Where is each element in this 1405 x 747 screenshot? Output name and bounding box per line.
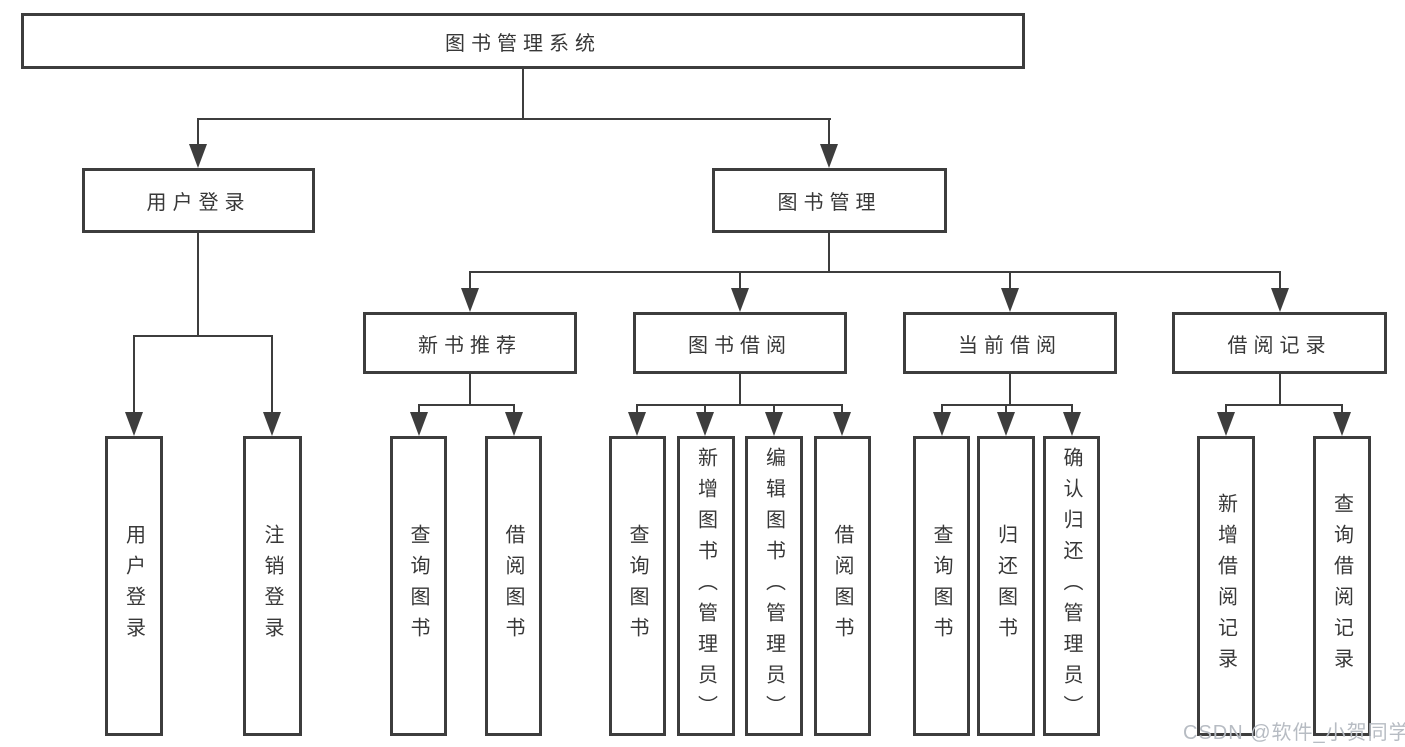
edge-line <box>133 335 135 414</box>
edge-line <box>828 233 830 273</box>
edge-arrow <box>1333 412 1351 436</box>
edge-line <box>941 404 943 414</box>
leaf-add-books-admin: 新增图书（管理员） <box>677 436 735 736</box>
edge-line <box>841 404 843 414</box>
edge-line <box>636 404 843 406</box>
leaf-edit-books-admin: 编辑图书（管理员） <box>745 436 803 736</box>
edge-line <box>739 374 741 406</box>
edge-line <box>1279 374 1281 406</box>
edge-arrow <box>1001 288 1019 312</box>
edge-arrow <box>125 412 143 436</box>
edge-line <box>1071 404 1073 414</box>
leaf-borrow-books-recommend: 借阅图书 <box>485 436 542 736</box>
leaf-return-books: 归还图书 <box>977 436 1035 736</box>
leaf-confirm-return-admin: 确认归还（管理员） <box>1043 436 1100 736</box>
node-new-book-recommend: 新书推荐 <box>363 312 577 374</box>
leaf-logout: 注销登录 <box>243 436 302 736</box>
edge-arrow <box>696 412 714 436</box>
node-book-borrow: 图书借阅 <box>633 312 847 374</box>
leaf-user-login: 用户登录 <box>105 436 163 736</box>
edge-line <box>1225 404 1227 414</box>
edge-line <box>522 69 524 118</box>
edge-line <box>1009 374 1011 406</box>
edge-line <box>1225 404 1343 406</box>
edge-line <box>1009 271 1011 290</box>
edge-line <box>704 404 706 414</box>
node-borrow-records: 借阅记录 <box>1172 312 1387 374</box>
edge-line <box>133 335 273 337</box>
edge-line <box>418 404 515 406</box>
edge-line <box>1341 404 1343 414</box>
edge-line <box>1005 404 1007 414</box>
edge-arrow <box>933 412 951 436</box>
edge-arrow <box>1063 412 1081 436</box>
leaf-query-books-recommend: 查询图书 <box>390 436 447 736</box>
edge-arrow <box>997 412 1015 436</box>
edge-line <box>469 271 1281 273</box>
csdn-watermark: CSDN @软件_小贺同学 <box>1183 722 1405 744</box>
edge-line <box>469 374 471 406</box>
edge-line <box>1279 271 1281 290</box>
edge-arrow <box>820 144 838 168</box>
edge-line <box>513 404 515 414</box>
edge-line <box>773 404 775 414</box>
edge-line <box>197 118 831 120</box>
leaf-add-borrow-record: 新增借阅记录 <box>1197 436 1255 736</box>
node-current-borrow: 当前借阅 <box>903 312 1117 374</box>
edge-line <box>828 118 830 146</box>
edge-arrow <box>1217 412 1235 436</box>
edge-line <box>197 233 199 337</box>
edge-arrow <box>1271 288 1289 312</box>
edge-line <box>469 271 471 290</box>
edge-line <box>418 404 420 414</box>
edge-arrow <box>263 412 281 436</box>
edge-arrow <box>765 412 783 436</box>
edge-arrow <box>731 288 749 312</box>
edge-arrow <box>189 144 207 168</box>
edge-arrow <box>461 288 479 312</box>
edge-arrow <box>833 412 851 436</box>
node-root: 图书管理系统 <box>21 13 1025 69</box>
edge-arrow <box>505 412 523 436</box>
node-book-management: 图书管理 <box>712 168 947 233</box>
edge-arrow <box>628 412 646 436</box>
edge-line <box>941 404 1073 406</box>
leaf-query-books-borrow: 查询图书 <box>609 436 666 736</box>
leaf-query-books-current: 查询图书 <box>913 436 970 736</box>
leaf-query-borrow-record: 查询借阅记录 <box>1313 436 1371 736</box>
edge-line <box>197 118 199 146</box>
edge-line <box>739 271 741 290</box>
edge-arrow <box>410 412 428 436</box>
edge-line <box>271 335 273 414</box>
node-user-login: 用户登录 <box>82 168 315 233</box>
leaf-borrow-books: 借阅图书 <box>814 436 871 736</box>
edge-line <box>636 404 638 414</box>
